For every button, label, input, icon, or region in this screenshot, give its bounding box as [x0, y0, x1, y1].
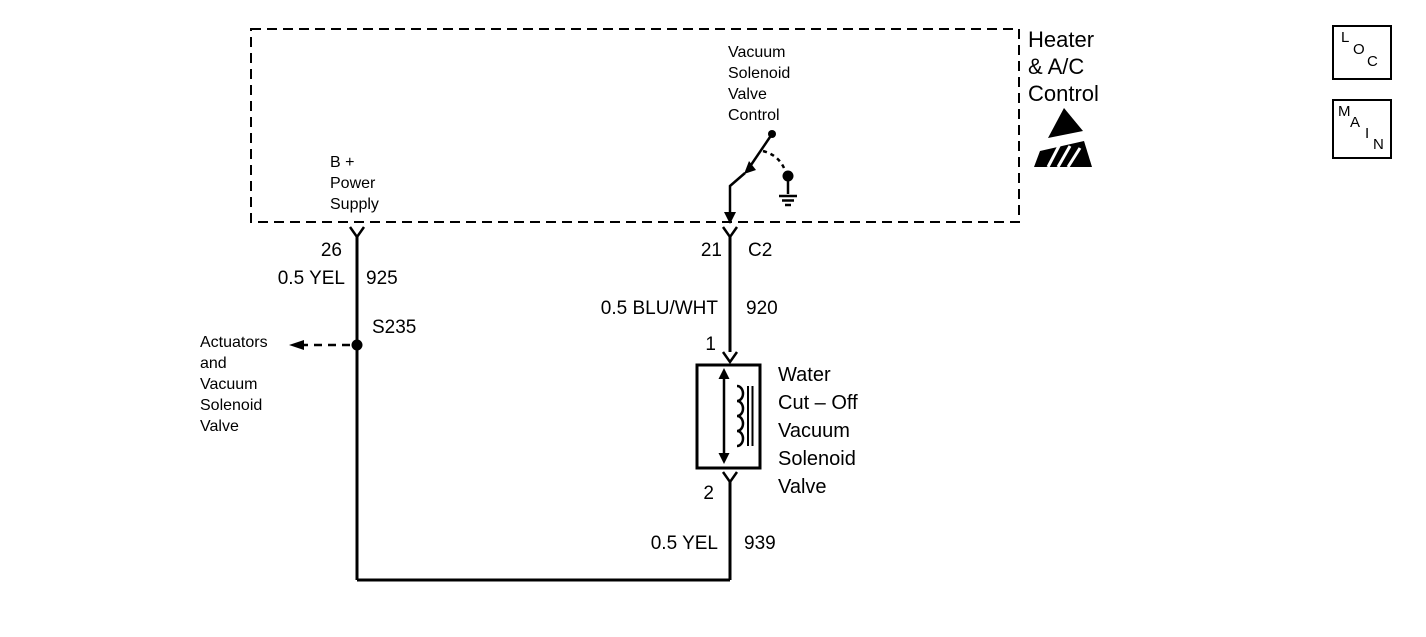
legend-letter: L	[1341, 29, 1350, 46]
switch-arm	[749, 136, 772, 166]
label-line: Control	[728, 107, 780, 124]
pin2-connector-icon	[721, 471, 739, 485]
pin-21-label: 21	[700, 240, 722, 261]
switch-linkage-dashed	[762, 149, 786, 169]
label-line: and	[200, 355, 227, 372]
label-line: Solenoid	[778, 448, 856, 470]
switch-contact-dot	[768, 130, 776, 138]
wire-925-circuit-label: 925	[366, 268, 398, 289]
module-dashed-outline	[250, 28, 1020, 223]
label-line: Vacuum	[728, 44, 786, 61]
pin-2-label: 2	[703, 483, 714, 504]
label-line: B +	[330, 154, 355, 171]
label-line: Solenoid	[728, 65, 791, 82]
control-output-wire	[728, 172, 746, 213]
connector-symbols	[348, 226, 739, 485]
title-line: Heater	[1028, 27, 1095, 52]
vacuum-solenoid-valve-control-label: Vacuum Solenoid Valve Control	[728, 42, 790, 126]
circuit-wires	[355, 237, 732, 582]
label-line: Valve	[200, 418, 239, 435]
label-line: Supply	[330, 196, 379, 213]
wire-939-spec-label: 0.5 YEL	[650, 533, 718, 554]
label-line: Power	[330, 175, 376, 192]
title-line: & A/C	[1028, 54, 1085, 79]
connector-c2-label: C2	[748, 240, 773, 261]
label-line: Valve	[728, 86, 767, 103]
wire-920-circuit-label: 920	[746, 298, 778, 319]
module-title: Heater & A/C Control	[1028, 26, 1099, 107]
pin-26-label: 26	[320, 240, 342, 261]
plunger-arrow-down	[718, 453, 730, 464]
branch-destination-label: Actuators and Vacuum Solenoid Valve	[200, 332, 268, 437]
solenoid-box	[695, 363, 762, 470]
wire-920-spec-label: 0.5 BLU/WHT	[600, 298, 718, 319]
splice-dot	[351, 339, 363, 351]
solenoid-valve-symbol	[695, 363, 762, 470]
pin26-connector-icon	[348, 226, 366, 240]
loc-legend-box: L O C	[1332, 25, 1392, 80]
branch-arrowhead	[289, 340, 304, 350]
label-line: Actuators	[200, 334, 268, 351]
plunger-arrow-up	[718, 368, 730, 379]
title-line: Control	[1028, 81, 1099, 106]
label-line: Cut – Off	[778, 392, 858, 414]
esd-sensitive-icon	[1034, 108, 1092, 168]
driver-dot	[782, 170, 794, 182]
b-plus-power-supply-label: B + Power Supply	[330, 152, 379, 215]
legend-letter: I	[1365, 125, 1370, 142]
label-line: Valve	[778, 476, 827, 498]
label-line: Solenoid	[200, 397, 263, 414]
legend-letter: C	[1367, 53, 1378, 70]
solenoid-component-label: Water Cut – Off Vacuum Solenoid Valve	[778, 361, 858, 501]
wire-939-circuit-label: 939	[744, 533, 776, 554]
wire-925-spec-label: 0.5 YEL	[277, 268, 345, 289]
ground-icon	[779, 194, 797, 207]
legend-letter: M	[1338, 103, 1351, 120]
main-legend-box: M A I N	[1332, 99, 1392, 159]
switch-arm-arrowhead	[744, 161, 756, 174]
pin1-connector-icon	[721, 351, 739, 365]
pin21-connector-icon	[721, 226, 739, 240]
solenoid-driver-switch	[724, 130, 797, 224]
splice-s235-label: S235	[372, 317, 417, 338]
down-arrowhead	[724, 212, 736, 224]
splice-s235	[289, 339, 363, 351]
legend-letter: N	[1373, 136, 1384, 153]
legend-letter: O	[1353, 41, 1365, 58]
label-line: Vacuum	[778, 420, 850, 442]
coil-icon	[736, 384, 745, 448]
legend-letter: A	[1350, 114, 1361, 131]
label-line: Vacuum	[200, 376, 258, 393]
label-line: Water	[778, 364, 831, 386]
pin-1-label: 1	[705, 334, 716, 355]
